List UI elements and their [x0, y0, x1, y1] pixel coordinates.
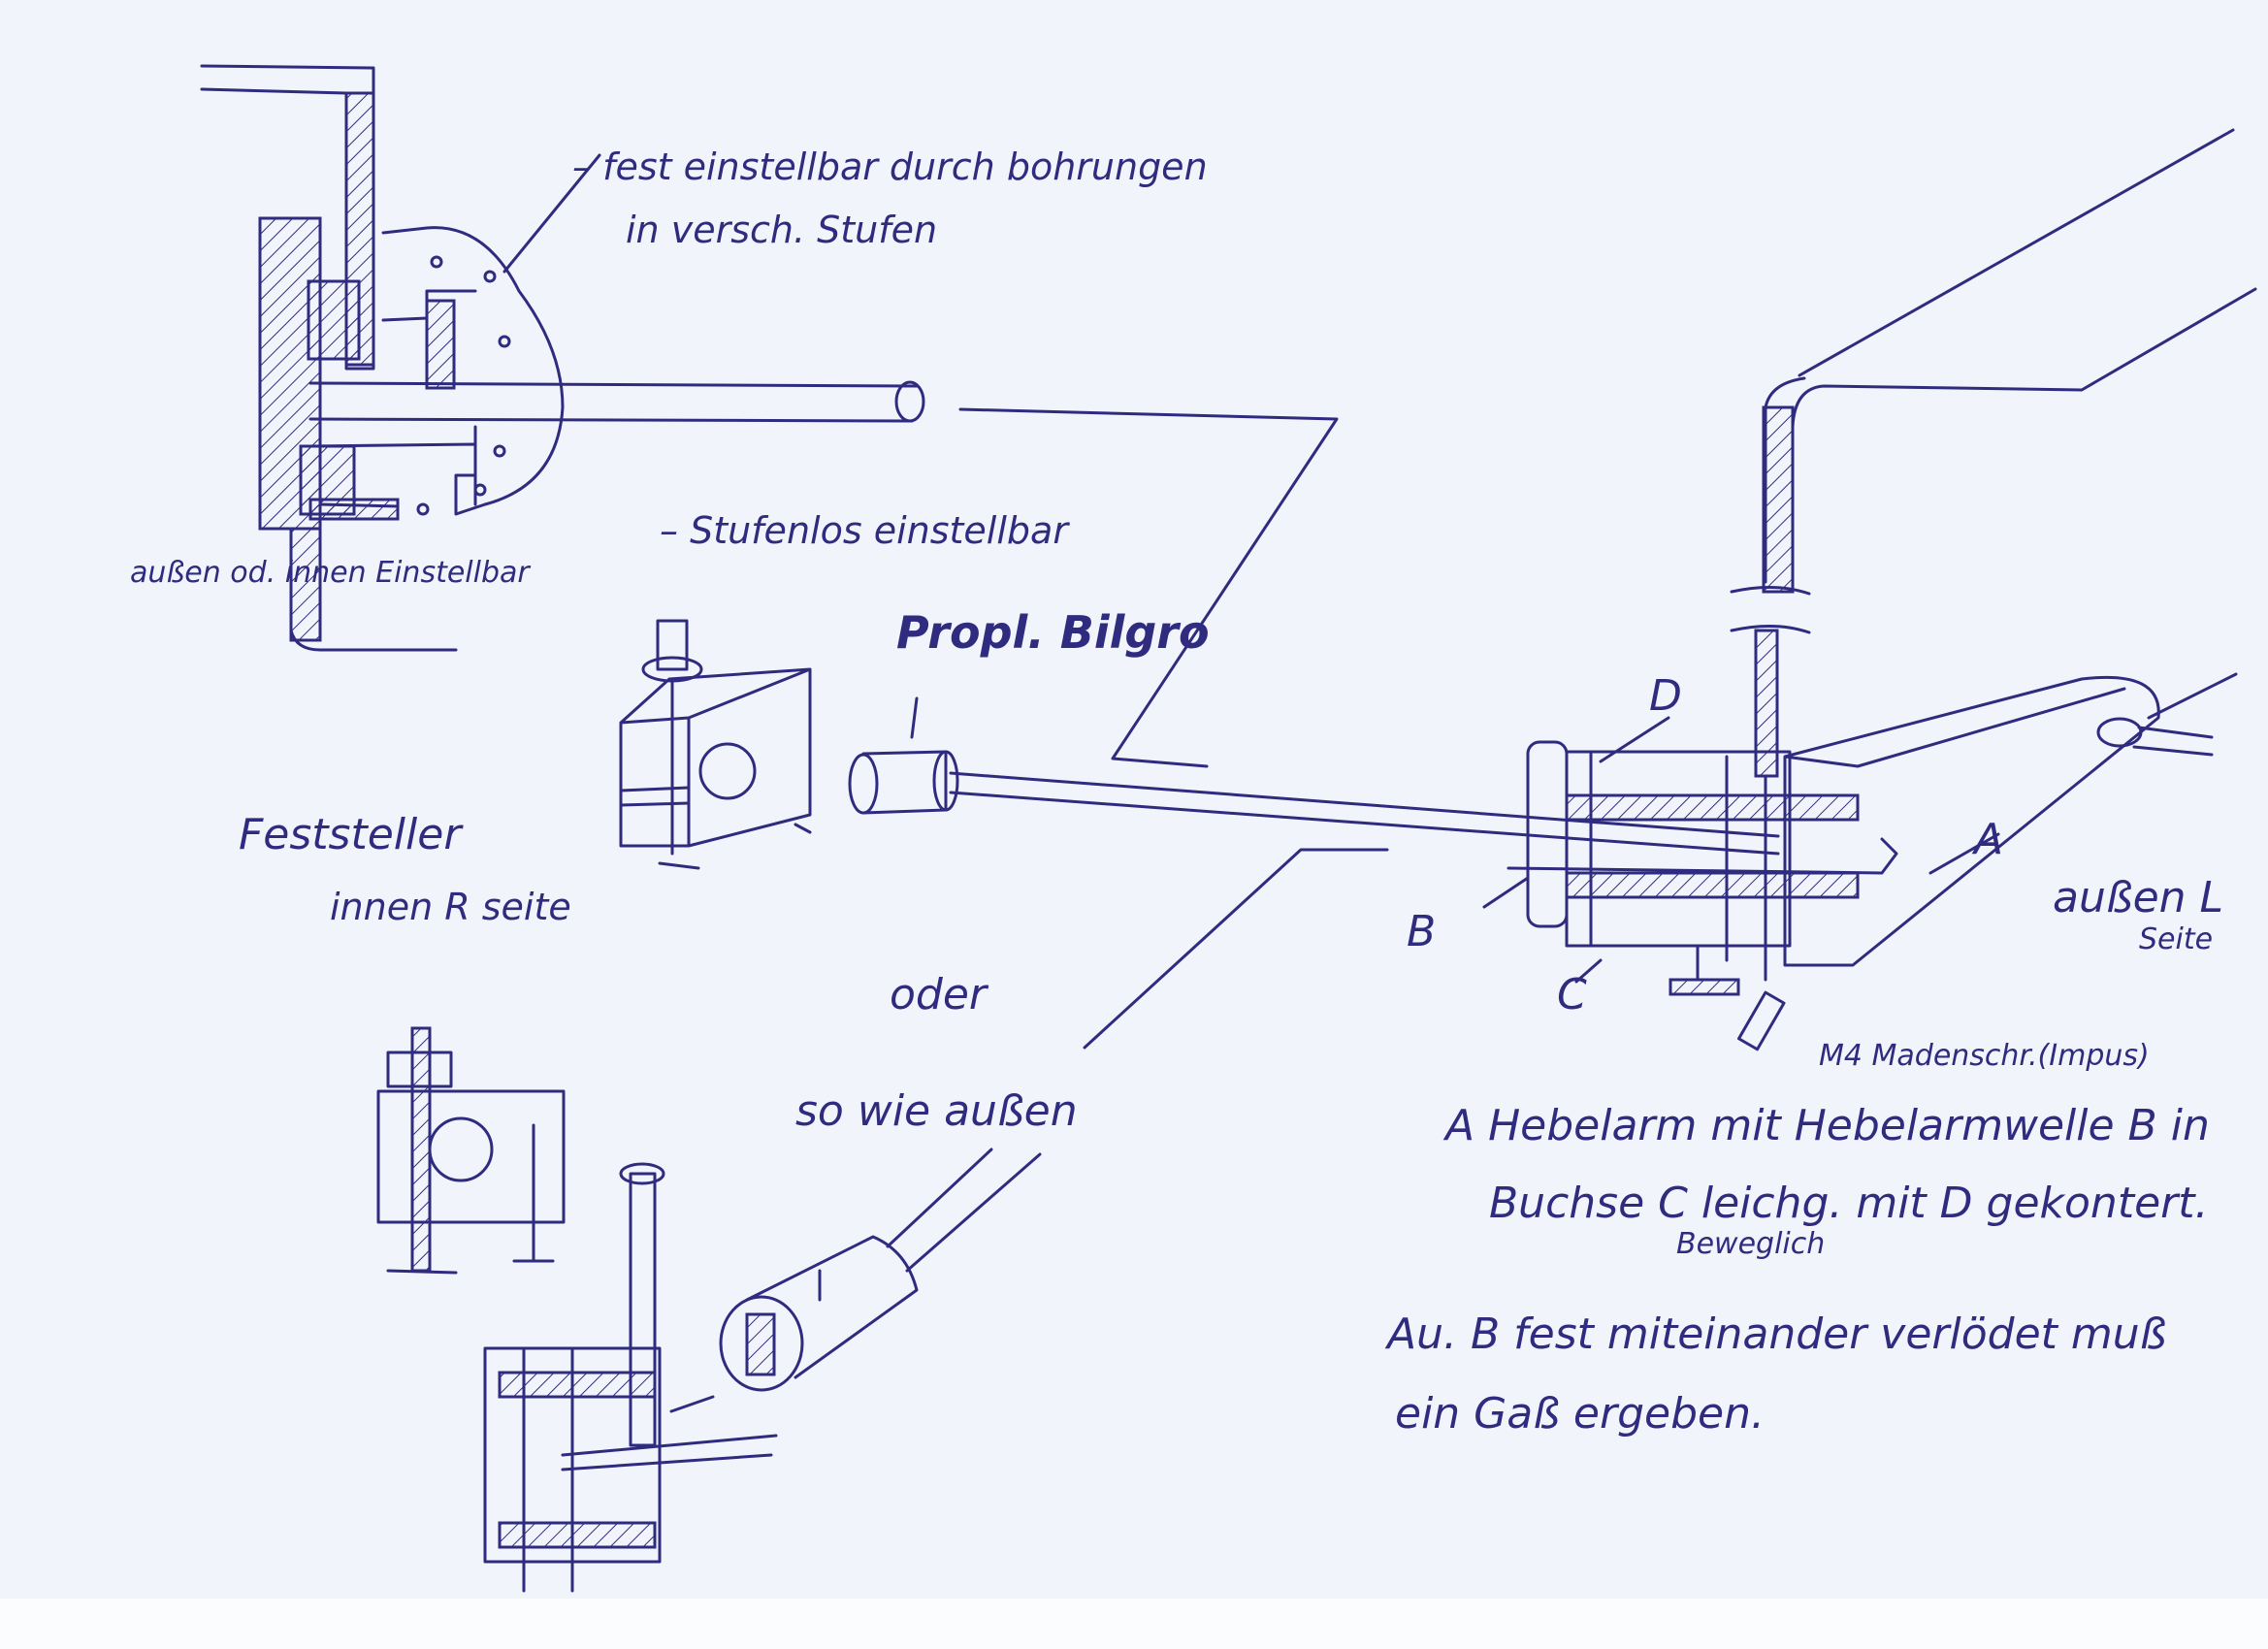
- label-so-wie-aussen: so wie außen: [795, 1086, 1078, 1136]
- description-beweglich: Beweglich: [1676, 1227, 1825, 1261]
- label-b: B: [1407, 907, 1436, 956]
- note-stepless: – Stufenlos einstellbar: [660, 509, 1070, 552]
- label-inner-r-side: innen R seite: [330, 886, 571, 928]
- label-m4-grub-screw: M4 Madenschr.(Impus): [1819, 1039, 2150, 1073]
- bracket-drawing-top-left: [200, 64, 1339, 768]
- label-d: D: [1649, 671, 1682, 721]
- label-propl-bilgro: Propl. Bilgro: [896, 606, 1210, 659]
- description-line-2: Buchse C leichg. mit D gekontert.: [1489, 1179, 2208, 1228]
- label-feststeller: Feststeller: [239, 810, 464, 859]
- cylinder-so-wie-aussen: [719, 1148, 1042, 1392]
- alternative-drawing-2: [483, 1162, 778, 1593]
- description-line-4: ein Gaß ergeben.: [1395, 1389, 1765, 1439]
- description-line-1: A Hebelarm mit Hebelarmwelle B in: [1442, 1101, 2210, 1150]
- note-fixed-steps-2: in versch. Stufen: [626, 209, 937, 251]
- label-oder: oder: [890, 970, 989, 1019]
- lever-mechanism-drawing: [1482, 128, 2257, 1051]
- label-seite: Seite: [2139, 922, 2213, 956]
- label-outer-l: außen L: [2053, 873, 2223, 922]
- scan-edge: [0, 1599, 2268, 1649]
- bilgro-cylinder: [848, 696, 1780, 1050]
- feststeller-drawing: [619, 619, 812, 870]
- note-outer-inner: außen od. innen Einstellbar: [130, 556, 531, 590]
- label-a: A: [1971, 815, 2003, 864]
- alternative-drawing-1: [376, 1026, 566, 1275]
- label-c: C: [1557, 970, 1587, 1019]
- description-line-3: Au. B fest miteinander verlödet muß: [1384, 1310, 2166, 1359]
- note-fixed-steps: – fest einstellbar durch bohrungen: [572, 146, 1208, 188]
